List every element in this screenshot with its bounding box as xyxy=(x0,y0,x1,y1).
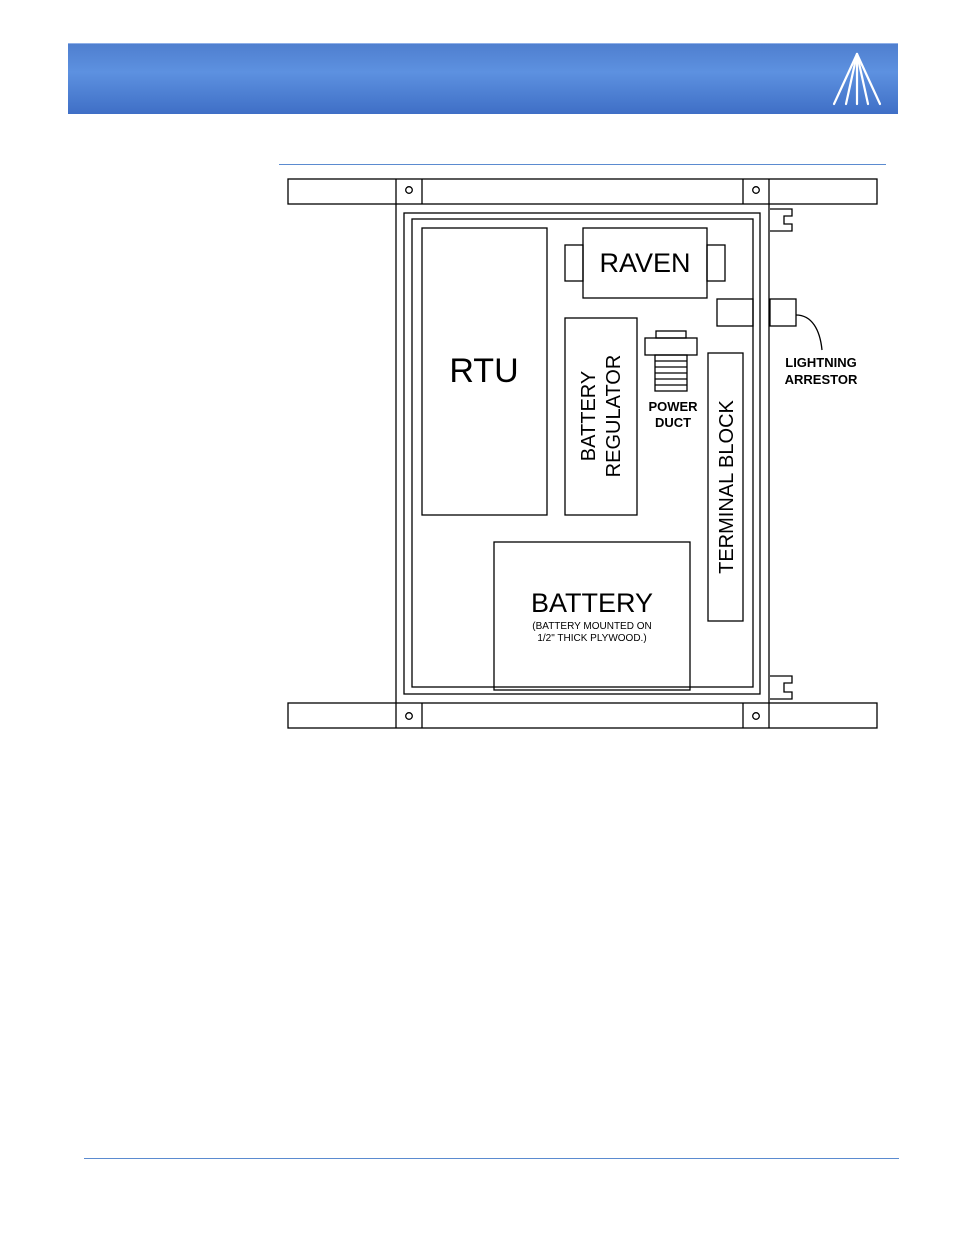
battery-label: BATTERY xyxy=(531,588,653,618)
mounting-hole xyxy=(753,187,760,194)
footer-rule xyxy=(84,1158,899,1159)
bottom-mounting-rail xyxy=(288,703,877,728)
power-duct-thread-lines xyxy=(655,361,687,385)
hinge-bottom xyxy=(770,676,792,699)
raven-label: RAVEN xyxy=(599,248,690,278)
battery-note-line1: (BATTERY MOUNTED ON xyxy=(532,621,651,632)
arrestor-inner-block xyxy=(717,299,753,326)
lightning-arrestor-label-line1: LIGHTNING xyxy=(785,355,857,370)
raven-mount-left xyxy=(565,245,583,281)
battery-note-line2: 1/2" THICK PLYWOOD.) xyxy=(537,633,646,644)
top-mounting-rail xyxy=(288,179,877,204)
arrestor-outer-block xyxy=(770,299,796,326)
battery-regulator-label-line1: BATTERY xyxy=(578,371,600,461)
terminal-block-label: TERMINAL BLOCK xyxy=(716,399,738,573)
mounting-hole xyxy=(406,187,413,194)
power-duct-label-line1: POWER xyxy=(648,399,698,414)
power-duct-body xyxy=(645,338,697,355)
mounting-hole xyxy=(753,713,760,720)
battery-regulator-box xyxy=(565,318,637,515)
lightning-arrestor-label-line2: ARRESTOR xyxy=(785,372,858,387)
arrestor-leader-line xyxy=(796,315,822,350)
raven-mount-right xyxy=(707,245,725,281)
power-duct-label-line2: DUCT xyxy=(655,415,691,430)
rtu-label: RTU xyxy=(449,352,518,390)
power-duct-cap xyxy=(656,331,686,338)
mounting-hole xyxy=(406,713,413,720)
battery-regulator-label-line2: REGULATOR xyxy=(603,355,625,478)
hinge-top xyxy=(770,209,792,231)
